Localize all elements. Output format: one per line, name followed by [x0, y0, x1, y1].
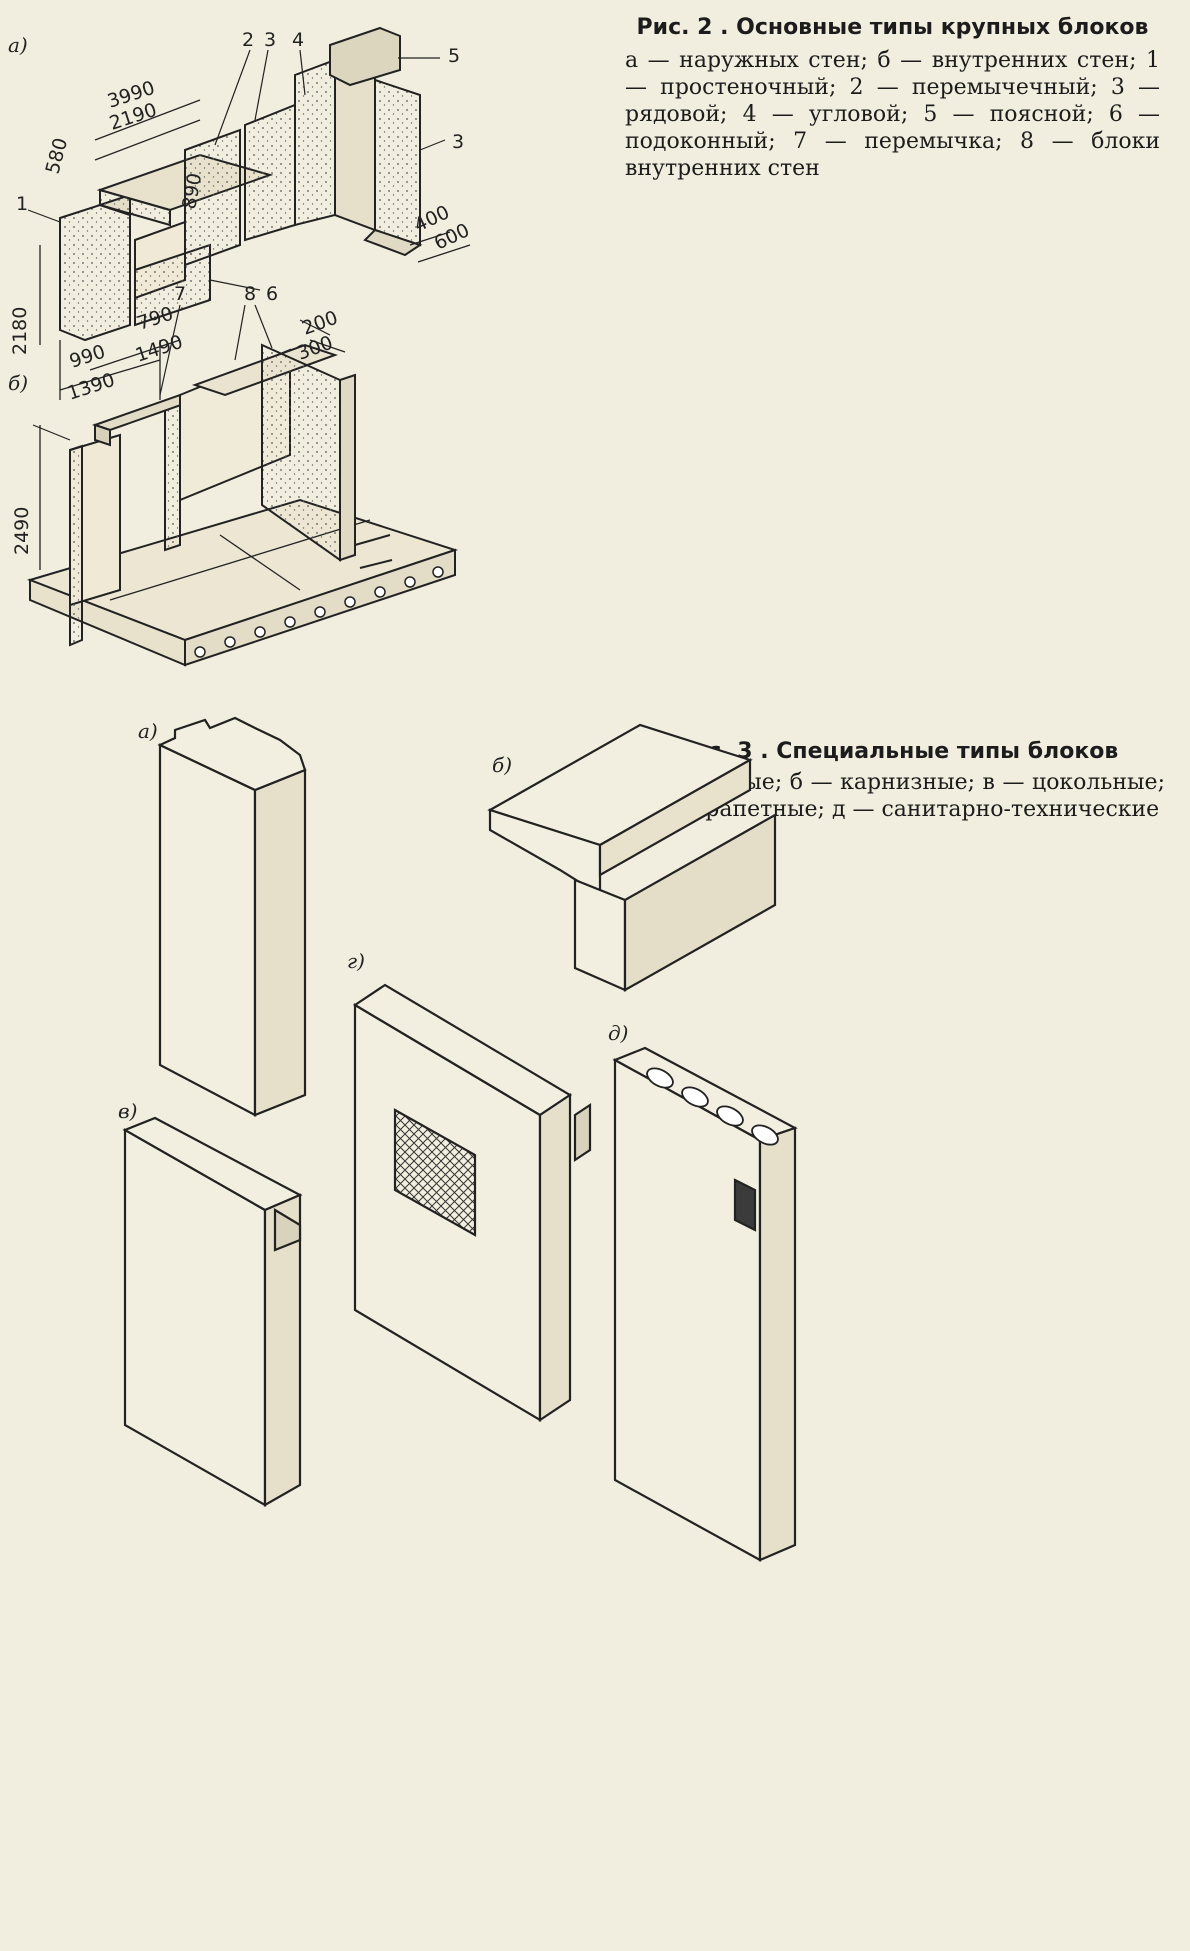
- fig3-b-label: б): [492, 753, 512, 777]
- dim-580: 580: [42, 136, 73, 177]
- fig2-a-label: а): [8, 33, 28, 57]
- dim-990: 990: [67, 341, 108, 373]
- fig3-v-label: в): [118, 1099, 137, 1123]
- fig3-d-label: д): [608, 1021, 628, 1045]
- part-1: 1: [16, 193, 28, 215]
- dim-2490: 2490: [11, 507, 33, 555]
- dim-1390: 1390: [65, 369, 118, 405]
- part-7: 7: [174, 283, 186, 305]
- dim-2180: 2180: [9, 307, 31, 355]
- part-8: 8: [244, 283, 256, 305]
- fig2-title: Рис. 2 . Основные типы крупных блоков: [636, 15, 1149, 40]
- fig3-blocks: [122, 716, 798, 1562]
- fig2-caption: Рис. 2 . Основные типы крупных блоков а …: [625, 14, 1160, 182]
- part-5: 5: [448, 45, 460, 67]
- fig3-g-label: г): [347, 949, 365, 973]
- fig3-labels: а) б) в) г) д): [118, 719, 628, 1123]
- dim-300: 300: [294, 332, 336, 365]
- part-6: 6: [266, 283, 278, 305]
- fig3-a-label: а): [138, 719, 158, 743]
- dim-1490: 1490: [133, 331, 186, 367]
- part-4: 4: [292, 29, 304, 51]
- part-3b: 3: [452, 131, 464, 153]
- fig2-panel-b: [26, 304, 459, 667]
- fig2-b-label: б): [8, 371, 28, 395]
- fig2-panel-a: [27, 26, 471, 400]
- part-2: 2: [242, 29, 254, 51]
- fig2-legend: а — наружных стен; б — внутренних стен; …: [625, 48, 1160, 181]
- part-3: 3: [264, 29, 276, 51]
